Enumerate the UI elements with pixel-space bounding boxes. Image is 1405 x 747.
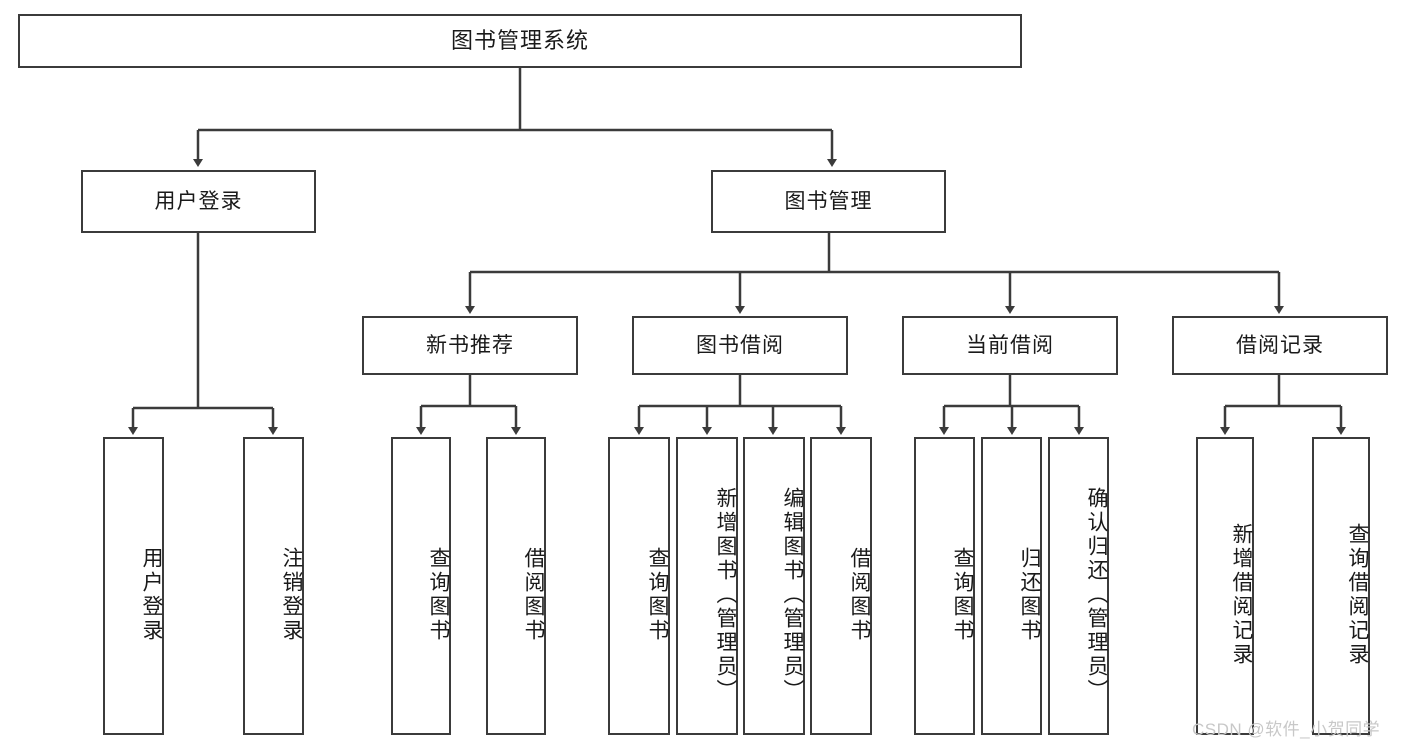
node-current-borrow[interactable]: 当前借阅 bbox=[902, 316, 1118, 375]
leaf-record-add-record[interactable]: 新增借阅记录 bbox=[1196, 437, 1254, 735]
node-new-book-recommend[interactable]: 新书推荐 bbox=[362, 316, 578, 375]
leaf-user-login-signout[interactable]: 注销登录 bbox=[243, 437, 304, 735]
leaf-borrow-query-book[interactable]: 查询图书 bbox=[608, 437, 670, 735]
leaf-record-query-record[interactable]: 查询借阅记录 bbox=[1312, 437, 1370, 735]
leaf-current-return-book[interactable]: 归还图书 bbox=[981, 437, 1042, 735]
leaf-borrow-edit-book-admin[interactable]: 编辑图书（管理员） bbox=[743, 437, 805, 735]
leaf-borrow-borrow-book[interactable]: 借阅图书 bbox=[810, 437, 872, 735]
node-user-login[interactable]: 用户登录 bbox=[81, 170, 316, 233]
leaf-recommend-query-book[interactable]: 查询图书 bbox=[391, 437, 451, 735]
leaf-user-login-signin[interactable]: 用户登录 bbox=[103, 437, 164, 735]
node-book-management[interactable]: 图书管理 bbox=[711, 170, 946, 233]
node-root-system[interactable]: 图书管理系统 bbox=[18, 14, 1022, 68]
leaf-borrow-add-book-admin[interactable]: 新增图书（管理员） bbox=[676, 437, 738, 735]
node-borrow-record[interactable]: 借阅记录 bbox=[1172, 316, 1388, 375]
leaf-current-query-book[interactable]: 查询图书 bbox=[914, 437, 975, 735]
leaf-recommend-borrow-book[interactable]: 借阅图书 bbox=[486, 437, 546, 735]
leaf-current-confirm-return-admin[interactable]: 确认归还（管理员） bbox=[1048, 437, 1109, 735]
node-book-borrow[interactable]: 图书借阅 bbox=[632, 316, 848, 375]
